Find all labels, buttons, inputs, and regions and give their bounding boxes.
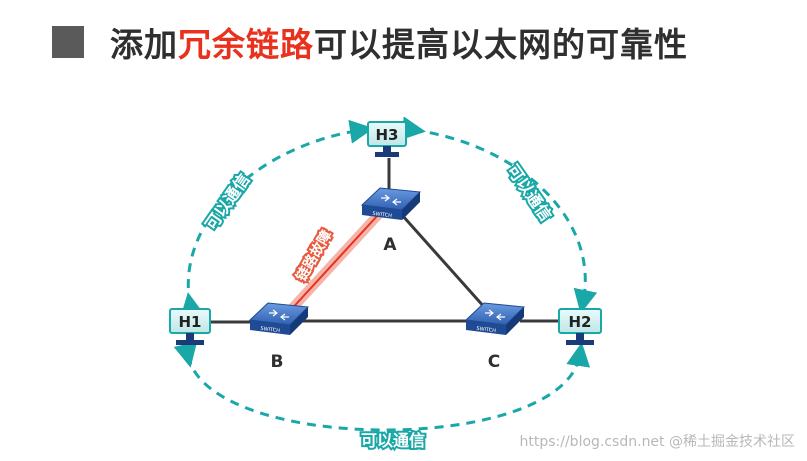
comm-label-bottom: 可以通信 [361,431,425,450]
switch-c-label: C [488,352,500,372]
title-prefix: 添加 [110,25,178,64]
title-bullet-square [52,26,84,58]
switch-c-device-text: SWITCH [476,326,496,334]
host-h3: H3 [367,121,407,157]
switch-c: SWITCH [464,302,526,335]
switch-b-device-text: SWITCH [260,326,280,334]
host-h3-label: H3 [376,126,399,144]
host-h2-label: H2 [569,313,592,331]
title-bar: 添加冗余链路可以提高以太网的可靠性 [52,20,688,64]
switch-b: SWITCH [248,302,310,335]
title-suffix: 可以提高以太网的可靠性 [314,25,688,64]
switch-a-label: A [383,235,397,255]
page-title: 添加冗余链路可以提高以太网的可靠性 [110,18,688,66]
host-h1-label: H1 [179,313,202,331]
host-h1: H1 [169,308,211,345]
switch-b-label: B [271,352,284,372]
switch-a: SWITCH [360,187,422,220]
fault-link-label: 链路故障 [293,227,336,284]
title-highlight: 冗余链路 [178,25,314,64]
comm-label-left: 可以通信 [201,170,253,233]
host-h2: H2 [558,308,602,345]
link-a-c [400,214,496,319]
switch-a-device-text: SWITCH [372,211,392,219]
comm-arc-h3-h2 [400,116,598,314]
watermark: https://blog.csdn.net @稀土掘金技术社区 [519,434,796,450]
comm-arc-h1-h2 [173,341,591,432]
comm-arc-h1-h3 [180,119,374,318]
